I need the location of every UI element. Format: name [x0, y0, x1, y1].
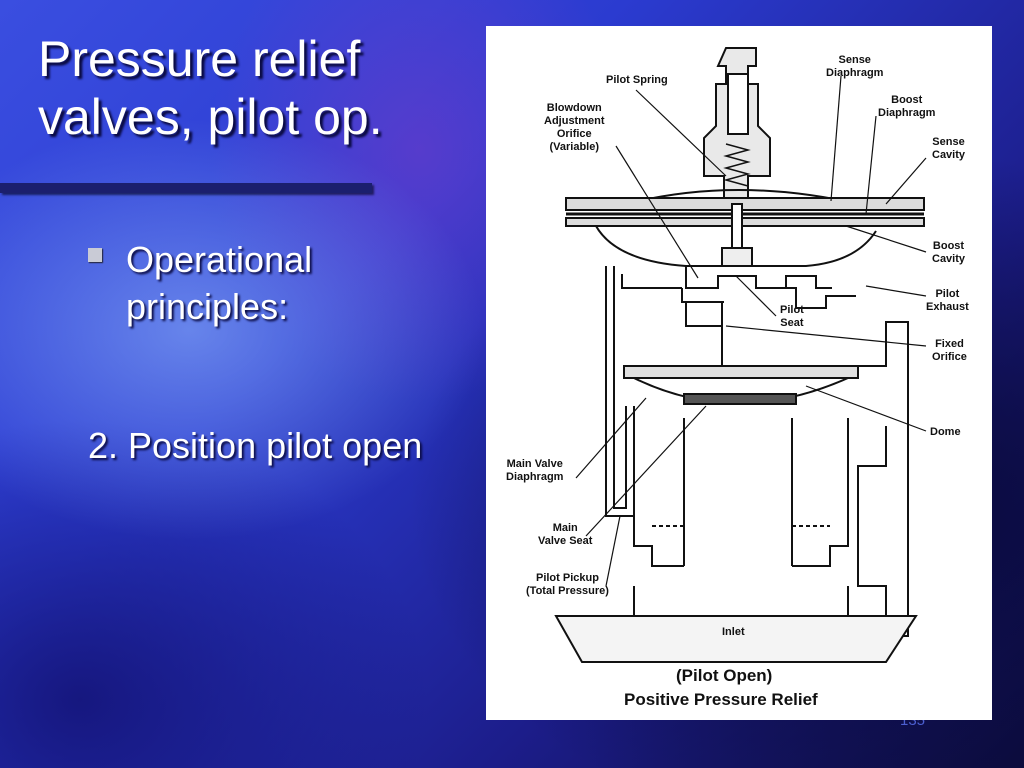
label-main-valve-seat: Main Valve Seat — [538, 522, 593, 547]
label-dome: Dome — [930, 426, 961, 438]
label-sense-diaphragm: Sense Diaphragm — [826, 54, 884, 79]
caption-pilot-open: (Pilot Open) — [676, 666, 773, 685]
label-blowdown-orifice: Blowdown Adjustment Orifice (Variable) — [544, 102, 605, 153]
bullet-item: Operational principles: — [88, 236, 398, 330]
title-underline-bar — [0, 183, 372, 193]
label-main-valve-diaphragm: Main Valve Diaphragm — [506, 458, 564, 483]
step-text: 2. Position pilot open — [88, 425, 423, 466]
square-bullet-icon — [88, 248, 102, 262]
label-boost-diaphragm: Boost Diaphragm — [878, 94, 936, 119]
slide-title: Pressure relief valves, pilot op. — [38, 31, 383, 145]
label-pilot-spring: Pilot Spring — [606, 74, 668, 86]
valve-drawing — [554, 47, 927, 663]
valve-diagram: Pilot Spring Sense Diaphragm Boost Diaph… — [486, 26, 992, 720]
label-boost-cavity: Boost Cavity — [932, 240, 966, 265]
bullet-text: Operational principles: — [126, 239, 313, 327]
caption-positive-pressure-relief: Positive Pressure Relief — [624, 690, 818, 709]
label-fixed-orifice: Fixed Orifice — [932, 338, 967, 363]
label-pilot-seat: Pilot Seat — [780, 304, 804, 329]
label-pilot-exhaust: Pilot Exhaust — [926, 288, 969, 313]
label-pilot-pickup: Pilot Pickup (Total Pressure) — [526, 572, 609, 597]
label-inlet: Inlet — [722, 626, 745, 638]
label-sense-cavity: Sense Cavity — [932, 136, 966, 161]
